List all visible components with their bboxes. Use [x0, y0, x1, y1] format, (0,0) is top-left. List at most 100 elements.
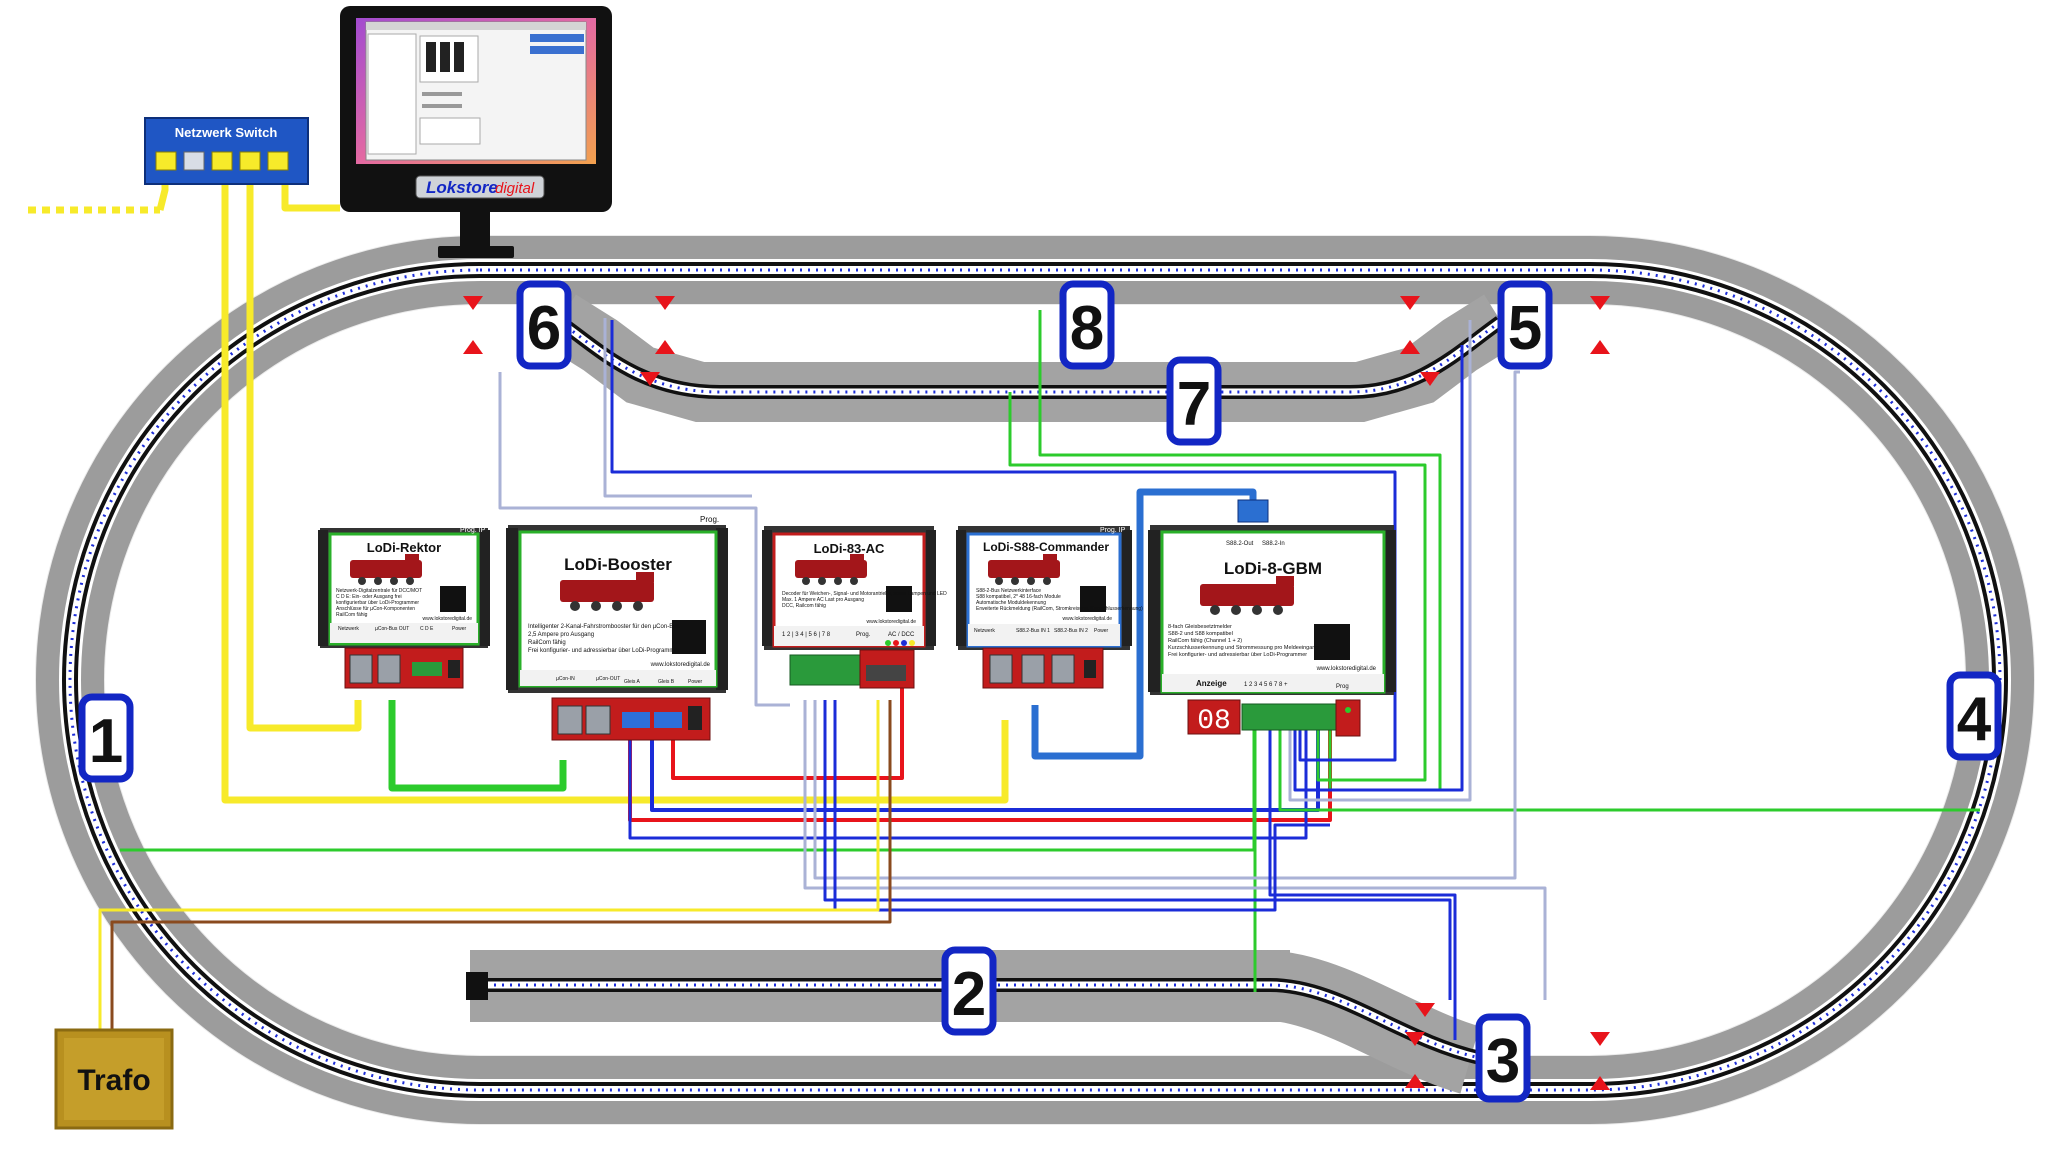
s88-prog-label: Prog. IP: [1100, 527, 1126, 534]
ac83-title: LoDi-83-AC: [814, 541, 885, 556]
section-badge-3: 3: [1475, 1013, 1531, 1103]
qr-code: [886, 586, 912, 612]
section-badge-4: 4: [1946, 671, 2002, 761]
svg-text:RailCom fähig: RailCom fähig: [528, 640, 566, 646]
qr-code: [440, 586, 466, 612]
feed-section-5-blue: [1293, 345, 1464, 792]
svg-text:Power: Power: [688, 679, 703, 685]
rektor-ucon-port[interactable]: [377, 654, 401, 684]
track-layout: [35, 235, 2035, 1125]
s88-ethernet-port[interactable]: [989, 654, 1013, 684]
ac83-features: Decoder für Weichen-, Signal- und Motora…: [782, 591, 947, 609]
svg-text:µCon-IN: µCon-IN: [556, 676, 575, 682]
ac83-power-terminal[interactable]: [866, 665, 906, 681]
trafo-label: Trafo: [77, 1064, 150, 1097]
section-badge-8: 8: [1059, 280, 1115, 370]
trafo-wire-yellow: [98, 700, 880, 1030]
svg-text:Decoder für Weichen-, Signal-: Decoder für Weichen-, Signal- und Motora…: [782, 591, 947, 597]
buffer-stop: [466, 972, 488, 1000]
gbm-display-value: 08: [1197, 706, 1231, 737]
svg-text:µCon-Bus OUT: µCon-Bus OUT: [375, 626, 409, 632]
gbm-seven-segment-display: [1187, 699, 1241, 735]
booster-feed-blue-b: [628, 730, 1308, 840]
gbm-bus-out-label: S88.2-Out: [1226, 541, 1254, 547]
ucon-bus-cable: [388, 700, 567, 792]
logo-accent-text: digital: [495, 180, 535, 197]
section-label-3: 3: [1486, 1027, 1520, 1096]
qr-code: [1080, 586, 1106, 612]
svg-text:S88.2-Bus IN 1: S88.2-Bus IN 1: [1016, 628, 1050, 634]
feed-section-1: [120, 730, 1256, 852]
svg-text:Power: Power: [1094, 628, 1109, 634]
svg-text:Gleis A: Gleis A: [624, 679, 641, 685]
locomotive-image: [560, 572, 654, 611]
svg-text:Frei konfigurier- und adressie: Frei konfigurier- und adressierbar über …: [1168, 652, 1307, 658]
switch-label: Netzwerk Switch: [175, 125, 278, 140]
logo-main-text: Lokstore: [426, 178, 498, 197]
svg-text:S88-2-Bus Netzwerkinterface: S88-2-Bus Netzwerkinterface: [976, 588, 1041, 594]
section-label-1: 1: [89, 707, 123, 776]
rektor-terminal[interactable]: [412, 662, 442, 676]
svg-text:8-fach Gleisbesetztmelder: 8-fach Gleisbesetztmelder: [1168, 624, 1232, 630]
s88-url: www.lokstoredigital.de: [1063, 616, 1113, 622]
network-switch: Netzwerk Switch: [144, 117, 309, 185]
ac83-outputs-label: 1 2 | 3 4 | 5 6 | 7 8: [782, 632, 831, 638]
feed-section-4: [1278, 730, 1980, 812]
rektor-url: www.lokstoredigital.de: [423, 616, 473, 622]
device-lodi-8-gbm: S88.2-Out S88.2-In LoDi-8-GBM 8-fach Gle…: [1148, 499, 1396, 737]
locomotive-image: [795, 554, 867, 585]
svg-text:Frei konfigurier- und adressie: Frei konfigurier- und adressierbar über …: [528, 648, 680, 654]
section-badge-7: 7: [1166, 356, 1222, 446]
gbm-display-label: Anzeige: [1196, 679, 1227, 688]
ac83-prog-label: Prog.: [856, 632, 871, 638]
section-badge-2: 2: [941, 946, 997, 1036]
booster-power-jack[interactable]: [688, 706, 702, 730]
gbm-input-terminals[interactable]: [1241, 703, 1337, 731]
switch-ports: [155, 151, 289, 171]
s88-bus-in1-port[interactable]: [1021, 654, 1045, 684]
svg-text:Gleis B: Gleis B: [658, 679, 675, 685]
turnout-wire-d: [813, 370, 1520, 880]
svg-text:Kurzschlusserkennung und Strom: Kurzschlusserkennung und Strommessung pr…: [1168, 645, 1318, 651]
siding-top-dots: [559, 320, 1501, 394]
locomotive-image: [350, 554, 422, 585]
section-label-6: 6: [527, 294, 561, 363]
svg-text:Erweiterte Rückmeldung (RailCo: Erweiterte Rückmeldung (RailCom, Stromkr…: [976, 606, 1143, 612]
s88-features: S88-2-Bus Netzwerkinterface S88 kompatib…: [976, 588, 1143, 612]
s88-power-jack[interactable]: [1084, 660, 1096, 678]
trafo: Trafo: [54, 1028, 174, 1130]
booster-ucon-in-port[interactable]: [557, 705, 583, 735]
qr-code: [672, 620, 706, 654]
trafo-wire-brown: [110, 700, 892, 1030]
section-label-5: 5: [1508, 294, 1542, 363]
gbm-bus-connector: [1237, 499, 1269, 523]
rektor-ethernet-port[interactable]: [349, 654, 373, 684]
rektor-port-labels: Netzwerk µCon-Bus OUT C D E Power: [338, 626, 467, 632]
svg-text:S88 kompatibel, 2* 48 16-fach: S88 kompatibel, 2* 48 16-fach Module: [976, 594, 1061, 600]
s88-bus-in2-port[interactable]: [1051, 654, 1075, 684]
section-label-2: 2: [952, 960, 986, 1029]
booster-track-b-terminal[interactable]: [654, 712, 682, 728]
svg-text:S88-2 und S88 kompatibel: S88-2 und S88 kompatibel: [1168, 631, 1233, 637]
rektor-power-jack[interactable]: [448, 660, 460, 678]
siding-top-bed: [544, 294, 1516, 422]
svg-text:konfigurierbar über LoDi-Progr: konfigurierbar über LoDi-Programmer: [336, 600, 419, 606]
turnout-wire-f: [833, 700, 1330, 912]
turnout-wire-e: [823, 700, 1452, 1000]
svg-text:DCC, Railcom fähig: DCC, Railcom fähig: [782, 603, 826, 609]
booster-track-a-terminal[interactable]: [622, 712, 650, 728]
section-badges: 1 2 3 4 5 6 7 8: [78, 280, 2002, 1103]
svg-text:Automatische Moduldekennung: Automatische Moduldekennung: [976, 600, 1046, 606]
device-lodi-s88-commander: Prog. IP LoDi-S88-Commander S88-2-Bus Ne…: [956, 526, 1143, 689]
svg-text:C D E: C D E: [420, 626, 434, 632]
booster-feed-red-a: [628, 730, 1332, 822]
booster-ucon-out-port[interactable]: [585, 705, 611, 735]
ethernet-to-rektor: [246, 180, 362, 732]
device-lodi-booster: Prog. LoDi-Booster Intelligenter 2-Kanal…: [506, 515, 728, 741]
svg-text:Intelligenter 2-Kanal-Fahrstro: Intelligenter 2-Kanal-Fahrstrombooster f…: [528, 624, 680, 630]
booster-features: Intelligenter 2-Kanal-Fahrstrombooster f…: [528, 624, 680, 654]
ac83-output-terminals[interactable]: [789, 654, 861, 686]
svg-text:Netzwerk: Netzwerk: [338, 626, 359, 632]
gbm-title: LoDi-8-GBM: [1224, 559, 1322, 578]
